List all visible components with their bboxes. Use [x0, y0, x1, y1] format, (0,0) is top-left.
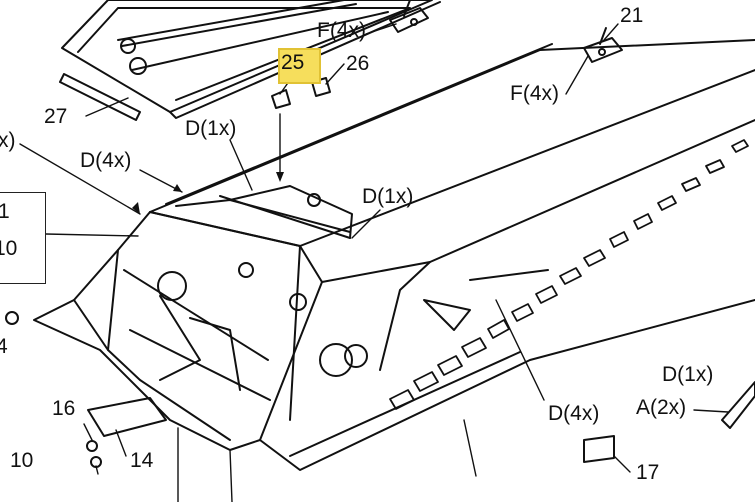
callout-17[interactable]: 17: [636, 461, 660, 484]
callout-f4x-top[interactable]: F(4x): [317, 19, 366, 42]
callout-d4x-left[interactable]: D(4x): [80, 149, 132, 172]
callout-d1x-right[interactable]: D(1x): [662, 363, 714, 386]
callout-d1x-a[interactable]: D(1x): [185, 117, 237, 140]
top-panel-part: [61, 0, 441, 119]
callout-partial-4[interactable]: 4: [0, 335, 8, 358]
part-25-highlight: [278, 48, 321, 84]
callout-10-bottom[interactable]: 10: [10, 449, 34, 472]
callout-27[interactable]: 27: [44, 105, 68, 128]
callout-16[interactable]: 16: [52, 397, 76, 420]
callout-box-1[interactable]: 1: [0, 200, 10, 223]
plate-part-17: [583, 435, 615, 463]
rail-part-right: [721, 381, 755, 429]
reference-box: [0, 192, 46, 284]
callout-d4x-bottom[interactable]: D(4x): [548, 402, 600, 425]
callout-14[interactable]: 14: [130, 449, 154, 472]
callout-f4x-right[interactable]: F(4x): [510, 82, 559, 105]
callout-26[interactable]: 26: [346, 52, 370, 75]
callout-a2x[interactable]: A(2x): [636, 396, 687, 419]
clip-part-26: [311, 77, 331, 97]
callout-box-10[interactable]: 10: [0, 237, 18, 260]
plate-part-14: [87, 397, 167, 437]
callout-partial-x[interactable]: x): [0, 129, 16, 152]
callout-21[interactable]: 21: [620, 4, 644, 27]
bolt-part-4: [5, 311, 19, 325]
bracket-fastener-top: [389, 0, 429, 33]
callout-d1x-b[interactable]: D(1x): [362, 185, 414, 208]
bracket-fastener-right: [583, 27, 623, 63]
callout-25[interactable]: 25: [281, 51, 305, 74]
bolt-part-16: [86, 440, 98, 452]
strip-part-27: [59, 73, 141, 121]
